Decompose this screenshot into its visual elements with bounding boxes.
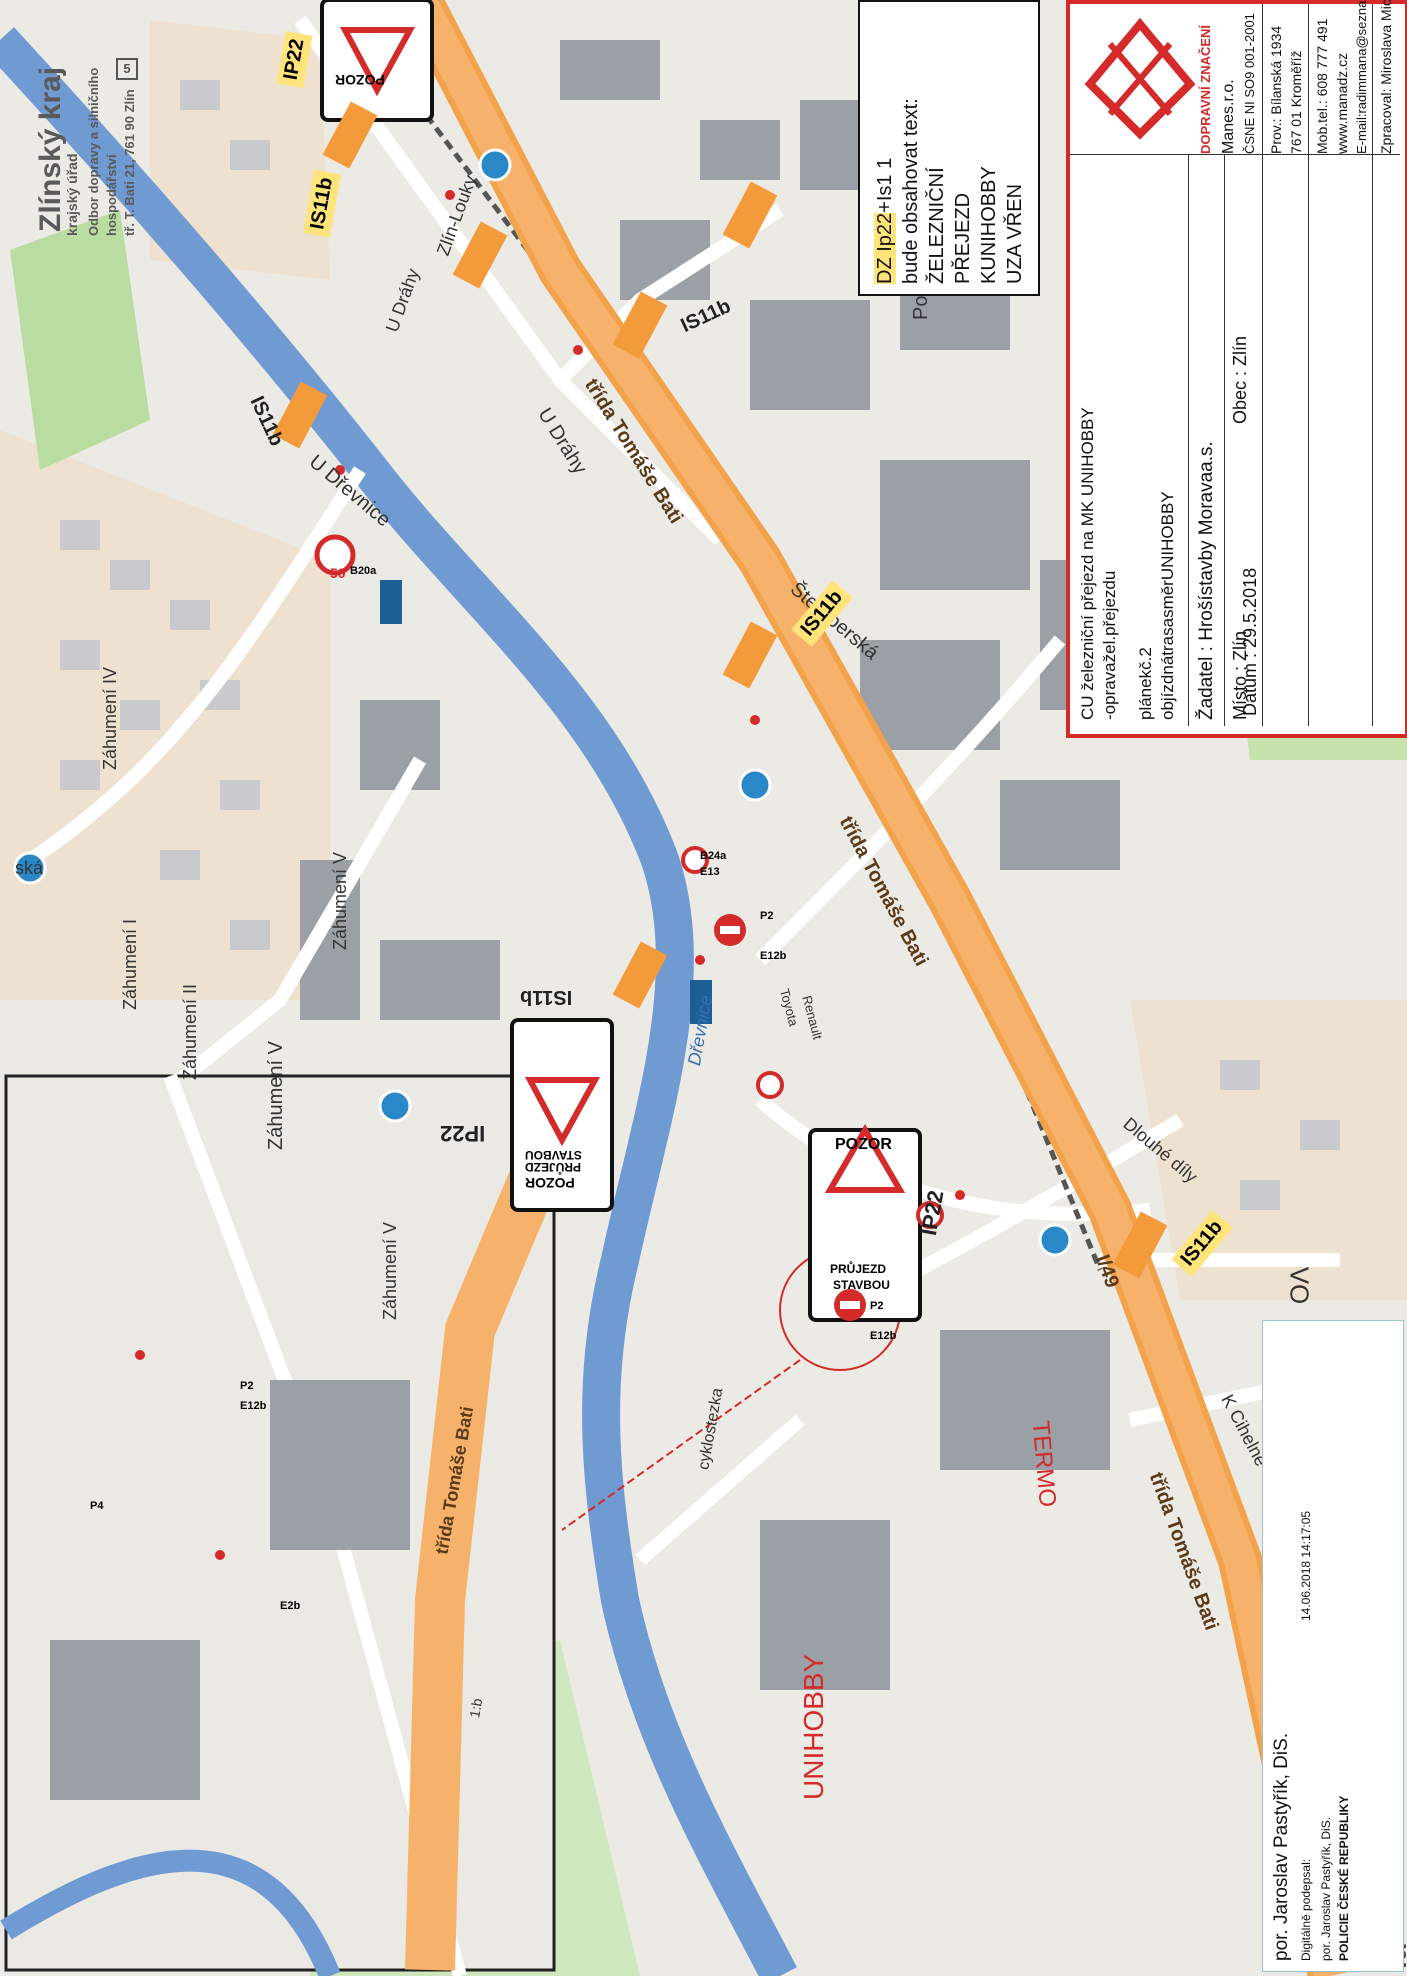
speed-limit-value: 50	[330, 565, 346, 581]
sign-text-pozor: POZOR	[835, 1136, 892, 1153]
region-name: Zlínský kraj	[34, 66, 67, 232]
signature-box: por. Jaroslav Pastyřík, DiS. Digitálně p…	[1262, 1320, 1404, 1972]
signer-organization: POLICIE ČESKÉ REPUBLIKY	[1337, 1795, 1351, 1961]
sign-label-is11b[interactable]: IS11b	[520, 986, 573, 1008]
sign-text-pruzjezd: PRŮJEZD	[525, 1160, 582, 1174]
street-label: Záhumení IV	[100, 666, 120, 770]
sign-text-stavbou: STAVBOU	[833, 1278, 890, 1292]
company-phone: Mob.tel.: 608 777 491	[1314, 18, 1330, 154]
company-logo	[1084, 17, 1196, 140]
prepared-by: Zpracoval: Miroslava Michalčíková	[1378, 0, 1394, 154]
sign-code: E13	[700, 866, 720, 878]
plan-description: objízdnátrasasměrUNIHOBBY	[1158, 491, 1177, 720]
sign-text-box-line: KUNIHOBBY	[978, 166, 1000, 284]
sign-markers[interactable]	[272, 0, 1168, 1322]
sign-text-box: DZ Ip22+Is1 1 bude obsahovat text: ŽELEZ…	[858, 0, 1040, 296]
inset-building	[270, 1380, 410, 1550]
sign-code: P4	[90, 1500, 104, 1512]
date: Datum : 29.5.2018	[1240, 567, 1260, 716]
street-label: Záhumení V	[380, 1221, 400, 1320]
department-name: Odbor dopravy a silničního	[86, 67, 101, 236]
sign-text-box-line: bude obsahovat text:	[900, 98, 922, 284]
river-drevnice	[0, 27, 797, 1976]
inset-main-road	[405, 1120, 578, 1971]
sign-code: P2	[760, 910, 774, 922]
residential-area	[0, 430, 330, 1000]
inset-road-label: 1:b	[466, 1697, 486, 1719]
company-name: Manes.r.o.	[1220, 79, 1237, 154]
municipality: Obec : Zlín	[1230, 335, 1250, 424]
sign-code: E12b	[870, 1330, 897, 1342]
sign-text-box-line: UZA VŘEN	[1004, 183, 1026, 284]
company-email: E-mail:radimmana@seznam.cz	[1354, 0, 1369, 154]
signer-name: por. Jaroslav Pastyřík, DiS.	[1271, 1732, 1292, 1961]
company-web: www.manadz.cz	[1334, 52, 1350, 154]
small-buildings	[60, 80, 1340, 1210]
street-label: Záhumení V	[265, 1041, 287, 1150]
company-address: 767 01 Kroměříž	[1288, 50, 1304, 155]
sign-code: E12b	[240, 1400, 267, 1412]
office-number-badge: 5	[116, 58, 138, 80]
sign-text-box-suffix: +Is1 1	[874, 157, 896, 213]
sign-label-ip22[interactable]: IP22	[440, 1121, 486, 1146]
sign-code: E12b	[760, 950, 787, 962]
street-label: ská	[15, 858, 44, 878]
sign-code: B20a	[350, 565, 377, 577]
sign-code: B24a	[700, 850, 727, 862]
project-title: -opravažel.přejezdu	[1100, 570, 1119, 720]
sign-text-pruzjezd: PRŮJEZD	[830, 1262, 887, 1276]
signer-title: por. Jaroslav Pastyřík, DiS.	[1319, 1816, 1333, 1961]
company-logo-text: DOPRAVNÍ ZNAČENÍ	[1198, 24, 1213, 154]
sign-text-pozor: POZOR	[525, 1175, 575, 1191]
office-address: tř. T. Bati 21, 761 90 Zlín	[122, 89, 137, 236]
inset-river	[0, 1849, 341, 1976]
sign-text-pozor: POZOR	[335, 72, 385, 88]
sign-code: P2	[240, 1380, 254, 1392]
project-title: CU železniční přejezd na MK UNIHOBBY	[1078, 407, 1097, 720]
store-label-unihobby: UNIHOBBY	[798, 1653, 829, 1800]
edge-letters: VO	[1284, 1266, 1315, 1305]
department-name-2: hospodářství	[104, 154, 119, 236]
sign-text-stavbou: STAVBOU	[525, 1148, 582, 1162]
signature-label: Digitálně podepsal:	[1299, 1858, 1313, 1961]
bus-stop-markers[interactable]	[13, 148, 1072, 1257]
street-label: Záhumení V	[330, 851, 350, 950]
sign-code: E2b	[280, 1600, 301, 1612]
green-area	[10, 210, 150, 470]
street-label: Záhumení II	[180, 983, 200, 1080]
inset-building	[50, 1640, 200, 1800]
company-address: Prov.: Bílanská 1934	[1268, 25, 1284, 154]
company-cert: ČSNE NI SO9 001-2001	[1242, 13, 1257, 154]
street-label: Záhumení I	[120, 918, 140, 1010]
sign-text-box-line: PŘEJEZD	[952, 192, 974, 284]
office-name: krajský úřad	[64, 153, 80, 237]
applicant: Žadatel : Hrošístavby Moravaa.s.	[1196, 441, 1217, 720]
marker-dots	[135, 190, 965, 1560]
sign-text-box-code: DZ Ip22	[874, 212, 896, 284]
signature-timestamp: 14.06.2018 14:17:05	[1299, 1510, 1313, 1621]
detail-pointer-line	[561, 1359, 801, 1531]
sign-text-box-line: ŽELEZNIČNÍ	[926, 167, 948, 284]
sign-code: P2	[870, 1300, 884, 1312]
main-road-fill	[405, 0, 1346, 1976]
title-block: DOPRAVNÍ ZNAČENÍ Manes.r.o. ČSNE NI SO9 …	[1066, 0, 1407, 738]
plan-number: plánekč.2	[1136, 647, 1155, 720]
